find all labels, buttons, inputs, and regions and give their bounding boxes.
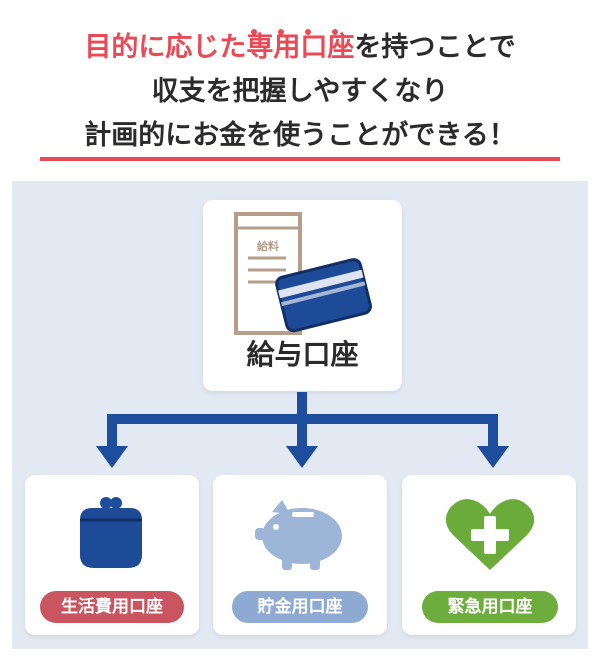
emphasis-dot <box>278 29 285 35</box>
headline-line-2: 収支を把握しやすくなり <box>151 76 449 107</box>
headline-emphasis-text: 専用口座 <box>246 32 355 63</box>
headline-emphasis: 専用口座 <box>246 26 354 70</box>
arrow-shaft-left <box>107 414 117 450</box>
headline-highlight: 目的に応じた <box>84 32 247 63</box>
emphasis-dot <box>251 29 258 35</box>
emergency-account-label: 緊急用口座 <box>422 591 558 623</box>
emphasis-dot <box>305 29 312 35</box>
arrow-head-center <box>286 446 318 468</box>
arrow-head-right <box>477 446 509 468</box>
salary-account-label: 給与口座 <box>246 338 359 371</box>
savings-account-label: 貯金用口座 <box>232 591 368 623</box>
arrow-shaft-right <box>488 414 498 450</box>
living-expense-account-label: 生活費用口座 <box>40 591 184 623</box>
bank-card-icon <box>275 258 372 333</box>
emphasis-dot <box>332 29 339 35</box>
headline-line-1: 目的に応じた専用口座を持つことで <box>0 26 600 70</box>
headline-line-3: 計画的にお金を使うことができる！ <box>84 120 516 151</box>
headline-underline <box>40 157 560 161</box>
arrow-head-left <box>96 446 128 468</box>
arrow-shaft-center <box>297 414 307 450</box>
headline-rest: を持つことで <box>354 32 516 63</box>
arrow-trunk <box>297 392 307 424</box>
headline: 目的に応じた専用口座を持つことで 収支を把握しやすくなり 計画的にお金を使うこと… <box>0 26 600 158</box>
envelope-label: 給料 <box>257 239 279 253</box>
